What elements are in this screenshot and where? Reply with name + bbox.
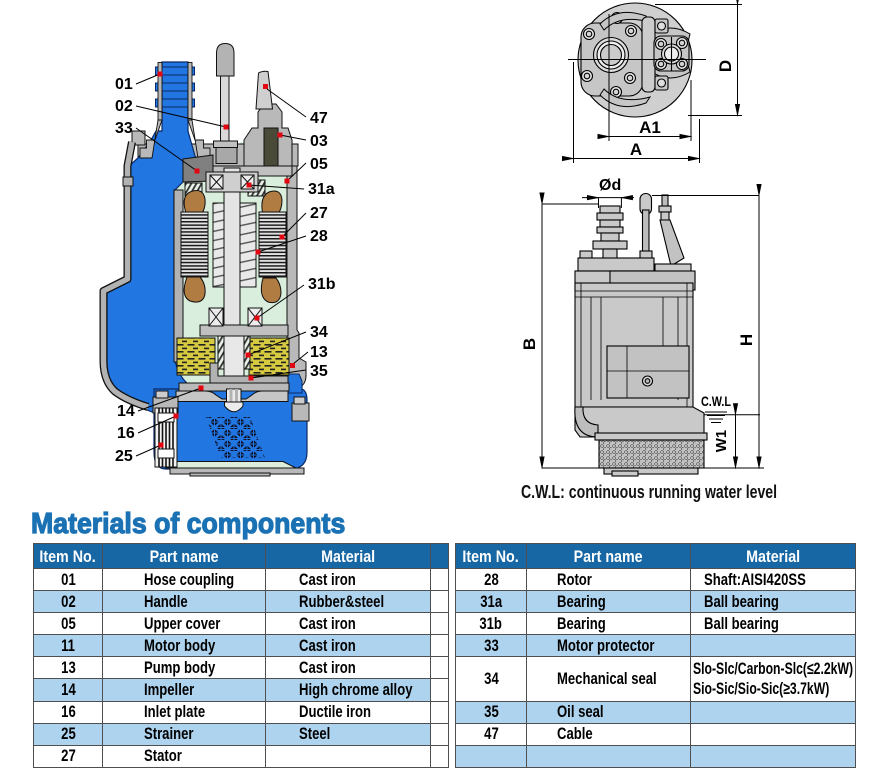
svg-text:02: 02	[115, 98, 133, 115]
svg-text:47: 47	[310, 110, 328, 127]
svg-text:05: 05	[310, 156, 328, 173]
svg-text:A: A	[630, 140, 642, 159]
svg-text:W1: W1	[713, 430, 730, 453]
svg-text:14: 14	[117, 403, 135, 420]
svg-text:D: D	[716, 60, 735, 72]
svg-text:31b: 31b	[308, 276, 336, 293]
svg-text:03: 03	[310, 133, 328, 150]
svg-text:H: H	[737, 334, 756, 346]
svg-text:33: 33	[115, 120, 133, 137]
svg-text:B: B	[520, 338, 539, 350]
svg-text:34: 34	[310, 324, 328, 341]
svg-text:31a: 31a	[308, 181, 335, 198]
svg-text:35: 35	[310, 363, 328, 380]
svg-text:A1: A1	[639, 118, 661, 137]
svg-text:C.W.L: C.W.L	[701, 393, 731, 409]
svg-text:25: 25	[115, 448, 133, 465]
svg-text:01: 01	[115, 76, 133, 93]
svg-text:27: 27	[310, 205, 328, 222]
svg-text:13: 13	[310, 344, 328, 361]
svg-text:Ød: Ød	[599, 177, 621, 194]
svg-text:28: 28	[310, 228, 328, 245]
svg-text:16: 16	[117, 425, 135, 442]
